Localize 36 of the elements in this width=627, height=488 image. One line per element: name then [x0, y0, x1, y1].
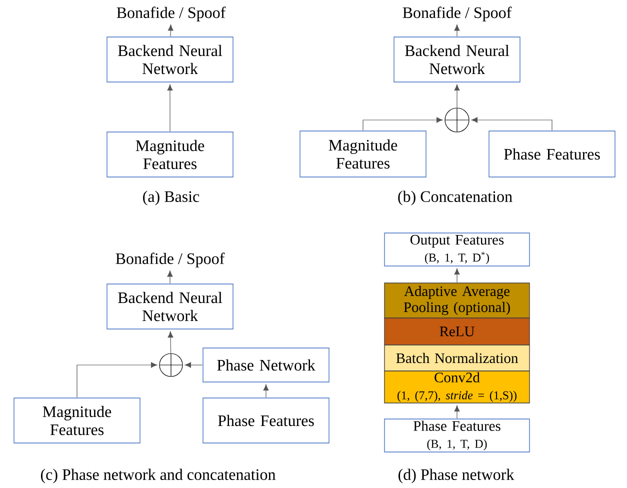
process-box: Magnitude Features	[106, 132, 234, 178]
arrow	[454, 24, 460, 37]
arrow	[168, 24, 174, 37]
arrow	[263, 384, 269, 398]
caption: (c) Phase network and concatenation	[40, 468, 276, 484]
output-label: Bonafide / Spoof	[116, 6, 226, 22]
process-box: Output Features (B, 1, T, D$^{*}$)	[384, 232, 530, 266]
process-box: Phase Network	[202, 348, 330, 382]
arrow	[454, 84, 460, 108]
layer-box: Conv2d (1, (7,7), stride = (1,S))	[384, 370, 530, 404]
arrow	[471, 117, 552, 131]
arrow	[168, 331, 174, 354]
arrow	[167, 84, 173, 132]
output-label: Bonafide / Spoof	[116, 252, 225, 268]
process-box: Backend Neural Network	[106, 284, 234, 330]
process-box: Magnitude Features	[300, 130, 426, 178]
process-box: Magnitude Features	[14, 398, 140, 444]
arrow	[454, 268, 460, 283]
arrow	[184, 362, 203, 368]
arrow	[454, 405, 460, 419]
process-box: Phase Features	[488, 130, 616, 178]
process-box: Backend Neural Network	[106, 36, 234, 82]
process-box: Phase Features (B, 1, T, D)	[384, 418, 530, 452]
sum-circle	[159, 353, 183, 377]
arrow	[167, 270, 173, 284]
layer-box: Adaptive Average Pooling (optional)	[384, 282, 530, 318]
process-box: Phase Features	[202, 398, 330, 444]
process-box: Backend Neural Network	[394, 36, 520, 82]
caption: (b) Concatenation	[398, 190, 512, 206]
sum-circle	[444, 108, 470, 132]
arrow	[76, 362, 158, 398]
arrow	[362, 117, 443, 131]
output-label: Bonafide / Spoof	[402, 6, 512, 22]
layer-box: Batch Normalization	[384, 344, 530, 372]
caption: (d) Phase network	[398, 468, 514, 484]
layer-box: ReLU	[384, 318, 530, 346]
